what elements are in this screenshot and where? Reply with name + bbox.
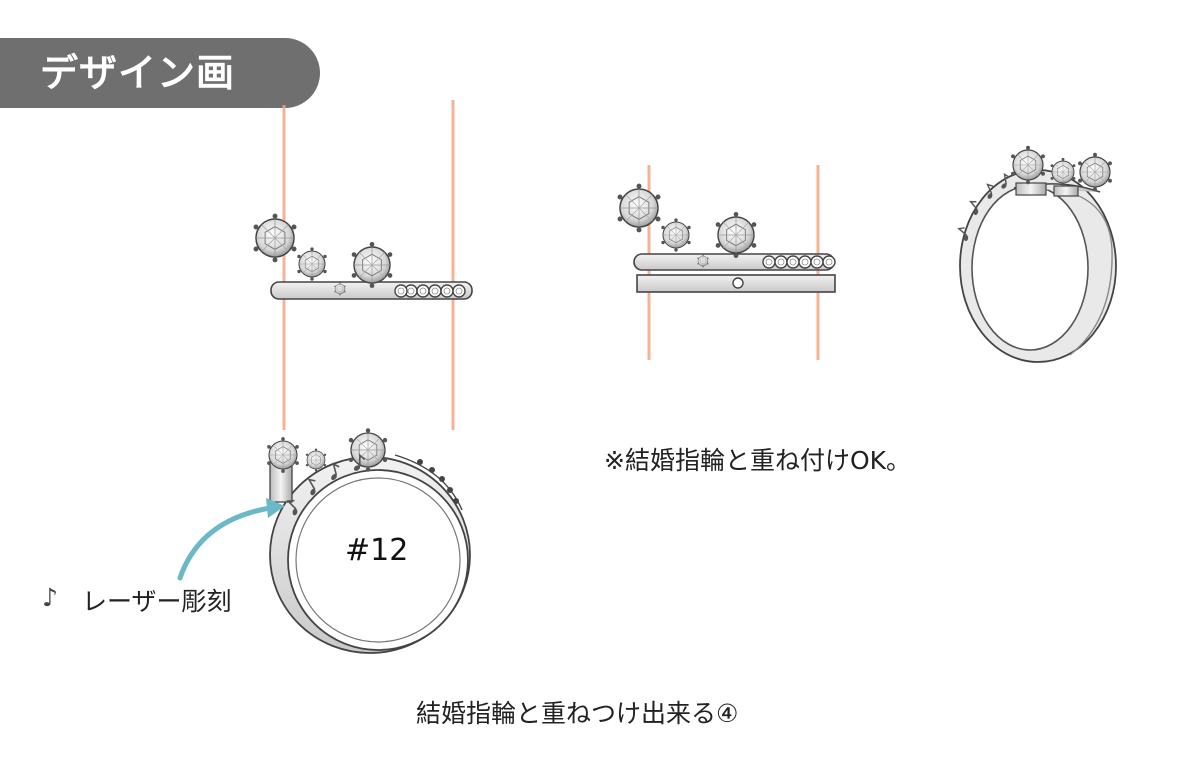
stacking-note: ※結婚指輪と重ね付けOK。 bbox=[604, 446, 912, 475]
stacked-rings-front-view bbox=[618, 184, 836, 293]
curved-arrow-icon bbox=[177, 498, 285, 581]
music-note-icon: ♪ bbox=[42, 583, 58, 612]
ring-size-label: #12 bbox=[345, 533, 409, 568]
ring-side-view bbox=[267, 428, 471, 654]
section-header-tab: デザイン画 bbox=[0, 38, 320, 108]
stacked-rings-perspective-view bbox=[954, 146, 1116, 363]
section-title: デザイン画 bbox=[40, 51, 236, 95]
engagement-ring-front-view bbox=[254, 214, 473, 300]
laser-engraving-label: レーザー彫刻 bbox=[82, 587, 232, 616]
caption: 結婚指輪と重ねつけ出来る④ bbox=[416, 699, 739, 728]
